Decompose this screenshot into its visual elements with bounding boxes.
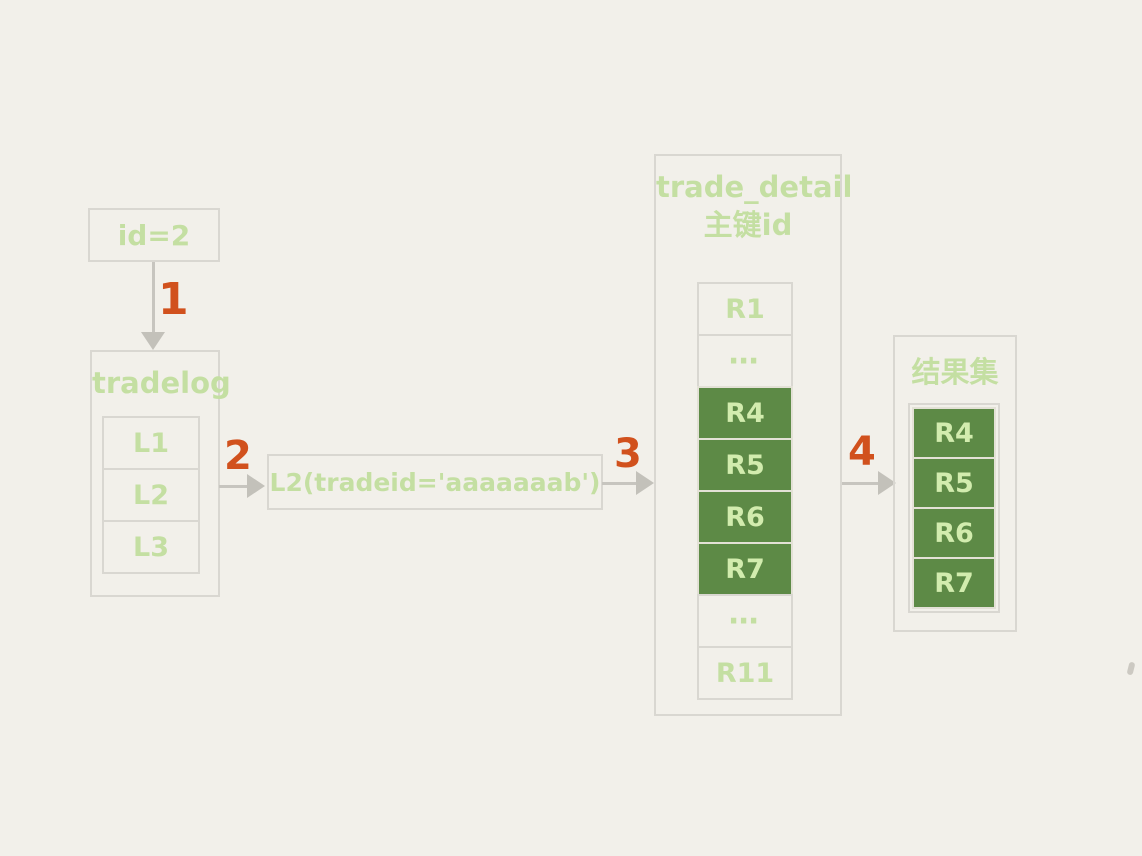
stray-pen-mark <box>1126 661 1136 676</box>
arrow-1-line <box>152 262 155 334</box>
arrow-2-head-icon <box>247 474 265 498</box>
step-4-label: 4 <box>848 429 876 475</box>
table-row: L3 <box>102 520 200 574</box>
highlighted-row: R6 <box>912 507 996 559</box>
trade-detail-subtitle: 主键id <box>703 208 793 242</box>
highlighted-row: R4 <box>697 386 793 440</box>
table-row: R1 <box>697 282 793 336</box>
table-row: R11 <box>697 646 793 700</box>
highlighted-row: R6 <box>697 490 793 544</box>
id-value-box: id=2 <box>88 208 220 262</box>
condition-box: L2(tradeid='aaaaaaab') <box>267 454 603 510</box>
arrow-4-head-icon <box>878 471 896 495</box>
highlighted-row: R5 <box>697 438 793 492</box>
highlighted-row: R7 <box>912 557 996 609</box>
arrow-3-head-icon <box>636 471 654 495</box>
result-set-title: 结果集 <box>911 355 999 389</box>
trade-detail-title: trade_detail <box>656 170 853 204</box>
table-row: ⋯ <box>697 594 793 648</box>
tradelog-title: tradelog <box>92 366 231 400</box>
id-value-label: id=2 <box>117 218 191 252</box>
step-2-label: 2 <box>224 433 252 479</box>
table-row: ⋯ <box>697 334 793 388</box>
arrow-3-line <box>602 482 638 485</box>
arrow-1-head-icon <box>141 332 165 350</box>
table-row: L1 <box>102 416 200 470</box>
highlighted-row: R5 <box>912 457 996 509</box>
step-1-label: 1 <box>158 274 189 325</box>
highlighted-row: R4 <box>912 407 996 459</box>
arrow-4-line <box>842 482 880 485</box>
table-row: L2 <box>102 468 200 522</box>
highlighted-row: R7 <box>697 542 793 596</box>
step-3-label: 3 <box>614 431 642 477</box>
condition-label: L2(tradeid='aaaaaaab') <box>269 467 601 497</box>
arrow-2-line <box>219 485 249 488</box>
